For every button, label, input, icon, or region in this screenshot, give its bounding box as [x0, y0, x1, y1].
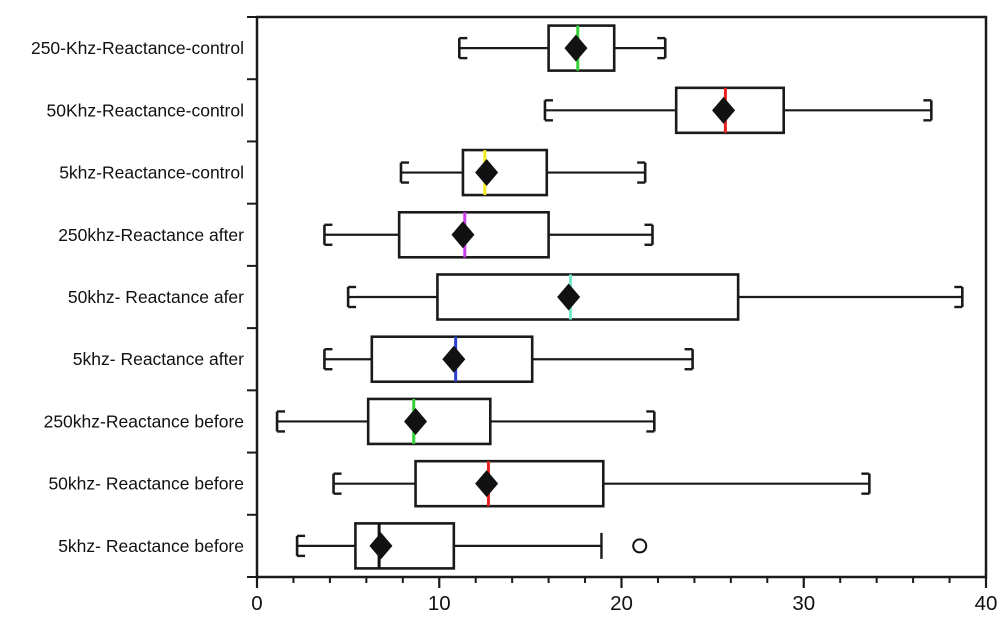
category-label: 250khz-Reactance after [58, 225, 244, 245]
x-tick-label: 10 [428, 592, 451, 615]
box [414, 459, 605, 508]
mean-diamond [369, 532, 393, 560]
mean-diamond [442, 345, 466, 373]
x-tick-label: 30 [792, 592, 815, 615]
category-label: 250-Khz-Reactance-control [31, 38, 244, 58]
mean-diamond [451, 221, 475, 249]
category-label: 50khz- Reactance before [48, 474, 244, 494]
mean-diamond [475, 159, 499, 187]
x-tick-label: 20 [610, 592, 633, 615]
box [436, 273, 740, 321]
box [366, 397, 492, 446]
x-tick-label: 40 [975, 592, 998, 615]
mean-diamond [564, 34, 588, 62]
x-tick-label: 0 [251, 592, 262, 615]
category-label: 50khz- Reactance afer [68, 287, 244, 307]
outlier-point [632, 538, 648, 554]
category-label: 5khz- Reactance before [58, 536, 244, 556]
mean-diamond [557, 283, 581, 311]
mean-diamond [712, 96, 736, 124]
mean-diamond [475, 470, 499, 498]
category-label: 250khz-Reactance before [44, 411, 244, 431]
mean-diamond [404, 407, 428, 435]
category-label: 50Khz-Reactance-control [47, 100, 244, 120]
category-label: 5khz-Reactance-control [59, 163, 244, 183]
category-label: 5khz- Reactance after [73, 349, 244, 369]
